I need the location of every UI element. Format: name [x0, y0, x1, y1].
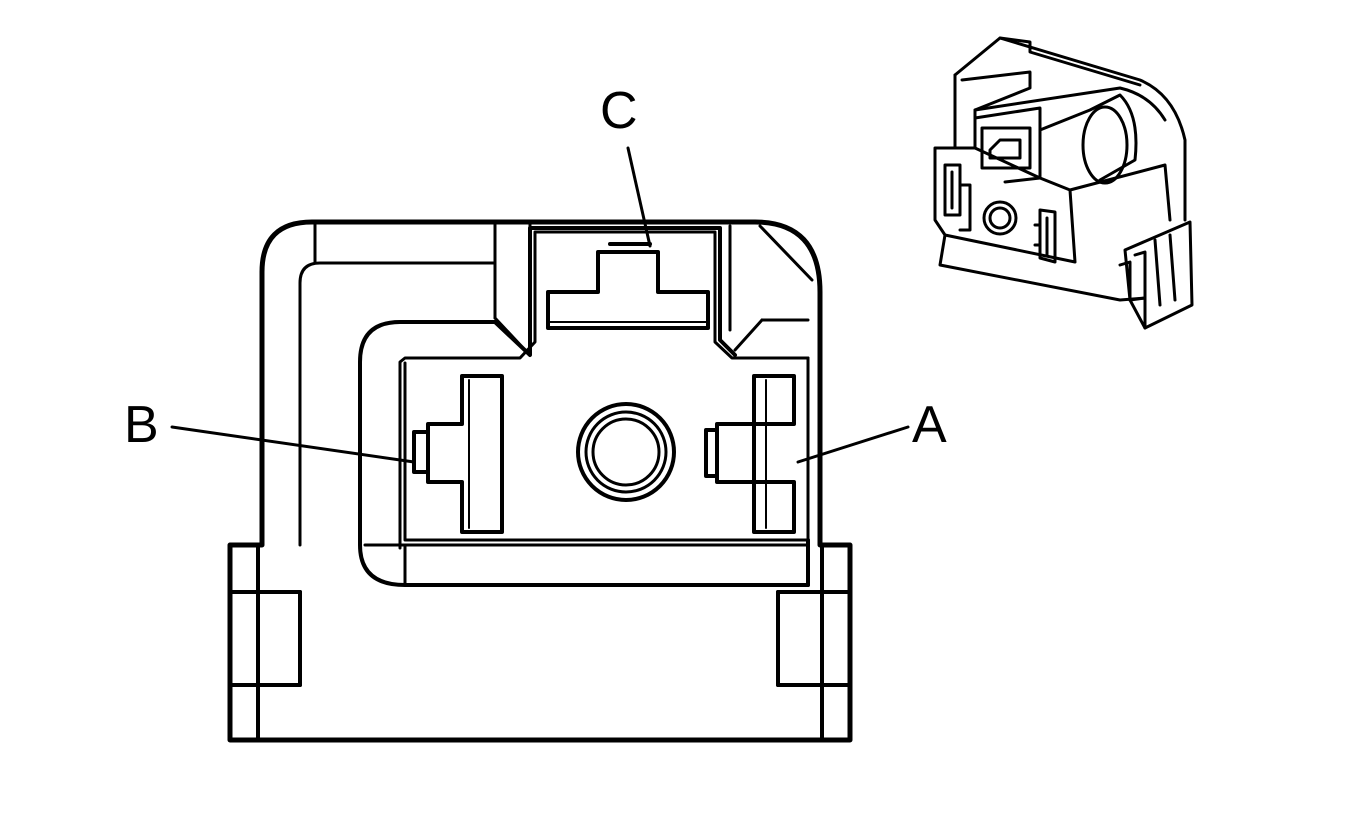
leader-line-c	[626, 146, 652, 248]
cavity-wall	[398, 230, 810, 547]
pin-label-a: A	[912, 396, 947, 454]
center-post-outer	[576, 402, 676, 502]
connector-iso-view	[933, 36, 1194, 330]
left-latch	[228, 543, 302, 742]
terminal-b	[426, 374, 504, 534]
pin-label-b: B	[124, 396, 159, 454]
housing-outline	[227, 219, 853, 743]
pin-label-c: C	[600, 82, 638, 140]
right-latch	[776, 543, 852, 742]
center-post-inner	[584, 410, 668, 494]
leader-line-b	[170, 425, 416, 464]
housing-inner-rim	[298, 261, 497, 547]
terminal-a	[715, 374, 796, 534]
terminal-c	[546, 250, 710, 330]
cavity-floor	[403, 361, 810, 542]
connector-face-view	[227, 219, 853, 743]
leader-lines	[170, 146, 910, 464]
leader-line-a	[796, 425, 910, 464]
cavity-recess	[358, 226, 810, 587]
